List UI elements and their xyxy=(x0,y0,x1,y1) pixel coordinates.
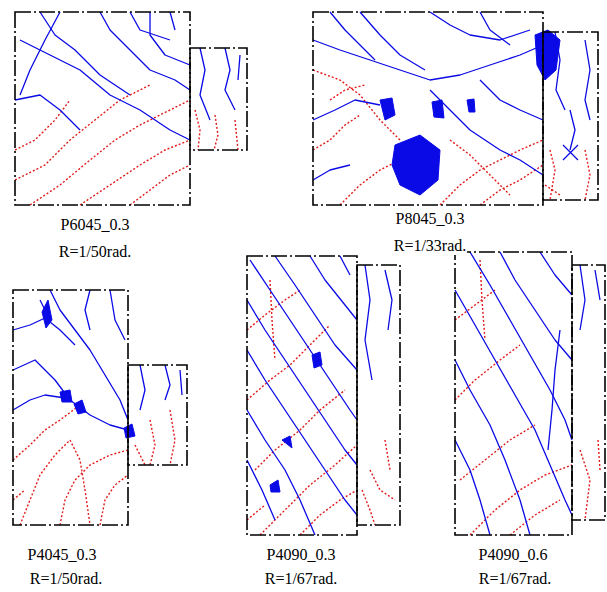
shear-cracks xyxy=(455,252,600,535)
specimen-p4045 xyxy=(13,290,187,525)
spalling xyxy=(380,30,560,195)
specimen-p6045 xyxy=(15,12,247,205)
flexural-cracks xyxy=(247,280,395,535)
specimen-label: P4090_0.3 xyxy=(266,546,337,564)
shear-cracks xyxy=(13,290,182,430)
flexural-cracks xyxy=(455,260,600,535)
drift-label: R=1/67rad. xyxy=(264,570,339,588)
specimen-p4090-06 xyxy=(455,252,605,535)
drift-label: R=1/33rad. xyxy=(393,237,468,255)
shear-cracks xyxy=(247,256,392,535)
shear-cracks xyxy=(313,12,590,180)
spalling xyxy=(270,352,322,492)
specimen-p4090-03 xyxy=(247,256,400,535)
specimen-label: P4090_0.6 xyxy=(478,546,549,564)
drift-label: R=1/50rad. xyxy=(29,570,104,588)
specimen-label: P6045_0.3 xyxy=(60,216,131,234)
specimen-p8045 xyxy=(313,12,598,205)
specimen-label: P8045_0.3 xyxy=(395,210,466,228)
shear-cracks xyxy=(15,12,240,140)
drift-label: R=1/67rad. xyxy=(478,570,553,588)
spalling xyxy=(42,300,135,438)
flexural-cracks xyxy=(313,70,590,205)
specimen-label: P4045_0.3 xyxy=(27,546,98,564)
drift-label: R=1/50rad. xyxy=(58,243,133,261)
